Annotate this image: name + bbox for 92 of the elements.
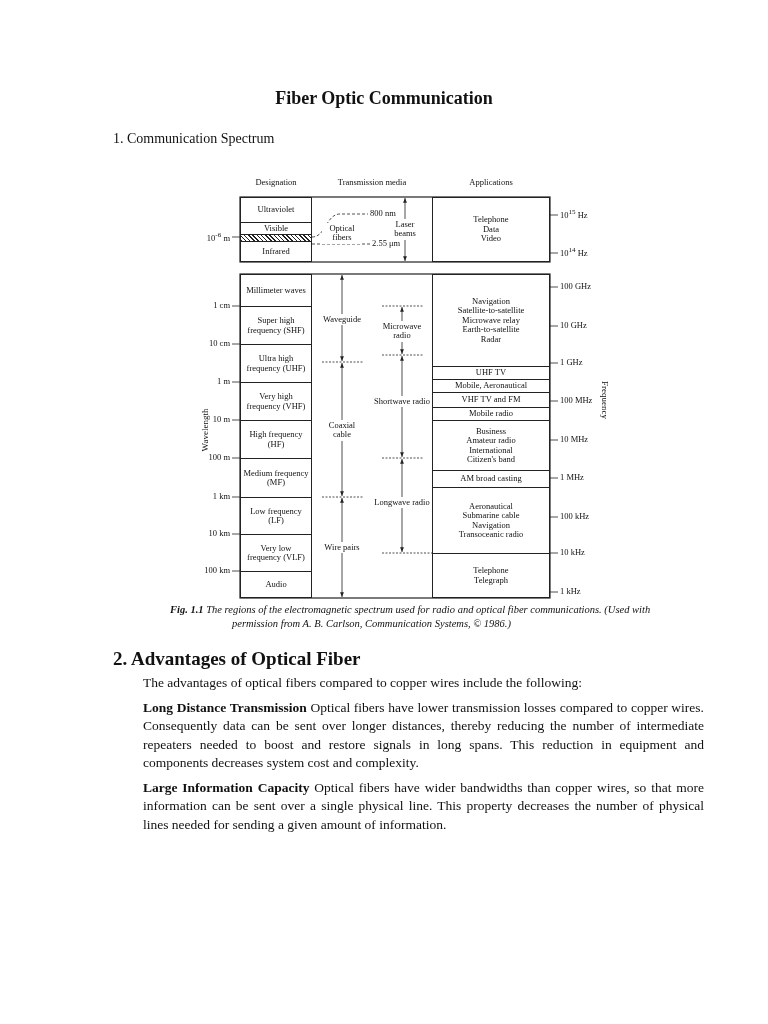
- frequency-label: 100 kHz: [560, 512, 591, 522]
- section-heading: 1. Communication Spectrum: [113, 131, 275, 147]
- band-cell: [240, 497, 312, 535]
- band-name: Very high frequency (VHF): [245, 392, 307, 411]
- application-name: Microwave relay: [462, 315, 520, 326]
- wavelength-label: 2.55 μm: [372, 239, 402, 249]
- band-cell: [240, 420, 312, 459]
- column-heading: Designation: [254, 178, 298, 188]
- band-cell: [240, 274, 312, 307]
- band-cell: [240, 241, 312, 262]
- application-name: Telephone: [473, 566, 509, 576]
- application-name: Amateur radio: [466, 436, 516, 446]
- figure-caption: Fig. 1.1 The regions of the electromagnetic spectrum used for radio and optical fiber communications. (Used with permission from A. B. Carlson, Communication Systems, © 1986.): [170, 603, 652, 631]
- paragraph: Long Distance Transmission Optical fibers have lower transmission losses compared to copper wires. Consequently data can be sent over longer distances, thereby reducing the number of intermediate repeaters needed to boost and restore signals in long spans. This reduction in equipment and components decreases system cost and complexity.: [143, 698, 704, 772]
- wavelength-label: 10 cm: [208, 339, 230, 349]
- page-title: Fiber Optic Communication: [274, 88, 494, 109]
- band-name: Low frequency (LF): [249, 506, 303, 526]
- application-name: International: [469, 445, 513, 455]
- paragraph: Large Information Capacity Optical fibers have wider bandwidths than copper wires, so that more information can be sent over a single physical line. This property decreases the number of physical lines needed for sending a given amount of information.: [143, 778, 704, 834]
- application-name: Aeronautical: [469, 501, 513, 512]
- wavelength-label: 800 nm: [370, 209, 397, 219]
- wavelength-label: 10$^{-6}$ m: [205, 232, 230, 244]
- application-name: Earth-to-satellite: [462, 325, 520, 335]
- application-cell: [432, 470, 550, 488]
- axis-title: Frequency: [600, 381, 610, 419]
- media-label: Longwave radio: [374, 497, 430, 509]
- band-name: Visible: [263, 223, 288, 234]
- wavelength-label: 1 km: [211, 492, 230, 502]
- application-name: Transoceanic radio: [458, 529, 524, 540]
- application-cell: [432, 197, 550, 262]
- band-name: Audio: [265, 579, 287, 590]
- application-name: Mobile radio: [468, 409, 514, 419]
- frequency-label: 10 GHz: [560, 321, 588, 331]
- band-cell: [240, 382, 312, 421]
- application-name: AM broad casting: [460, 474, 522, 484]
- application-cell: [432, 407, 550, 421]
- application-name: VHF TV and FM: [461, 395, 521, 405]
- application-name: Satellite-to-satellite: [457, 306, 525, 316]
- band-cell: [240, 344, 312, 383]
- application-cell: [432, 392, 550, 408]
- section-heading: 2. Advantages of Optical Fiber: [113, 648, 361, 670]
- application-cell: [432, 420, 550, 471]
- band-name: Very low frequency (VLF): [246, 543, 306, 563]
- application-name: UHF TV: [475, 368, 507, 378]
- application-name: Navigation: [472, 520, 510, 530]
- wavelength-label: 100 m: [207, 453, 230, 463]
- wavelength-label: 1 m: [216, 377, 230, 387]
- application-cell: [432, 487, 550, 554]
- application-cell: [432, 274, 550, 367]
- band-cell: [240, 534, 312, 572]
- band-name: Ultra high frequency (UHF): [245, 354, 307, 373]
- application-name: Mobile, Aeronautical: [454, 381, 528, 391]
- application-name: Submarine cable: [462, 511, 520, 521]
- media-label: Optical fibers: [322, 223, 362, 244]
- application-name: Video: [480, 234, 502, 244]
- axis-title: Wavelength: [200, 408, 210, 452]
- column-heading: Transmission media: [336, 178, 408, 188]
- wavelength-label: 1 cm: [212, 301, 230, 311]
- band-cell: [240, 458, 312, 498]
- application-name: Data: [482, 224, 499, 235]
- frequency-label: 10$^{14}$ Hz: [560, 247, 589, 259]
- application-cell: [432, 366, 550, 380]
- application-name: Telegraph: [474, 575, 508, 585]
- application-name: Citizen's band: [466, 454, 515, 465]
- application-name: Telephone: [473, 215, 509, 225]
- frequency-label: 10$^{15}$ Hz: [560, 209, 589, 221]
- paragraph: The advantages of optical fibers compared to copper wires include the following:: [143, 674, 583, 692]
- application-cell: [432, 379, 550, 393]
- band-cell: [240, 306, 312, 345]
- application-cell: [432, 553, 550, 598]
- application-name: Business: [475, 426, 507, 437]
- frequency-label: 1 kHz: [560, 587, 582, 597]
- frequency-label: 10 MHz: [560, 435, 590, 445]
- media-label: Shortwave radio: [374, 396, 430, 408]
- band-cell: [240, 571, 312, 598]
- frequency-label: 100 GHz: [560, 282, 592, 292]
- band-name: Super high frequency (SHF): [246, 316, 306, 335]
- band-cell: [240, 197, 312, 223]
- frequency-label: 1 MHz: [560, 473, 585, 483]
- wavelength-label: 100 km: [203, 566, 230, 576]
- band-name: Millimeter waves: [246, 285, 306, 296]
- band-name: Medium frequency (MF): [243, 468, 309, 488]
- frequency-label: 1 GHz: [560, 358, 584, 368]
- wavelength-label: 10 km: [207, 529, 230, 539]
- band-name: Infrared: [262, 246, 290, 257]
- media-label: Wire pairs: [322, 542, 362, 554]
- band-name: Ultraviolet: [257, 205, 295, 215]
- application-name: Navigation: [472, 297, 510, 307]
- column-heading: Applications: [468, 178, 514, 188]
- application-name: Radar: [480, 334, 502, 344]
- frequency-label: 10 kHz: [560, 548, 586, 558]
- band-name: High frequency (HF): [248, 430, 304, 449]
